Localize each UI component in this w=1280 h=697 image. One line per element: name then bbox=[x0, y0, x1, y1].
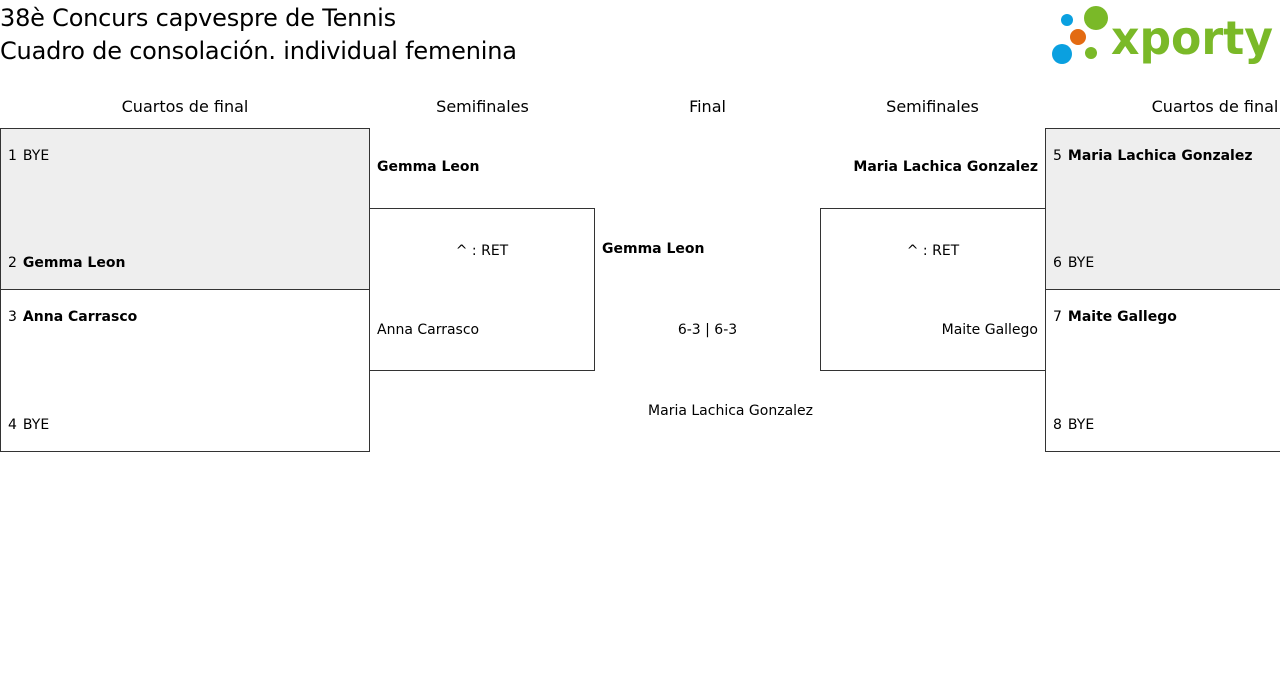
final-top-player[interactable]: Gemma Leon bbox=[602, 241, 705, 257]
seed-number: 1 bbox=[8, 148, 17, 164]
final-bottom-player[interactable]: Maria Lachica Gonzalez bbox=[648, 403, 813, 419]
right-sf-match[interactable]: ^ : RET Maite Gallego bbox=[820, 208, 1046, 371]
logo-text: xporty bbox=[1111, 11, 1273, 65]
seed-number: 3 bbox=[8, 309, 17, 325]
seed-number: 2 bbox=[8, 255, 17, 271]
logo-dot-orange bbox=[1070, 29, 1086, 45]
seed-number: 7 bbox=[1053, 309, 1062, 325]
round-header-right-qf: Cuartos de final bbox=[1151, 97, 1279, 116]
logo-dot-green-small bbox=[1085, 47, 1097, 59]
player-name[interactable]: Maite Gallego bbox=[1067, 309, 1177, 325]
left-qf-match-1[interactable]: 1 BYE 2 Gemma Leon bbox=[0, 128, 370, 290]
right-qf-match-1-bottom: 6 BYE bbox=[1053, 253, 1094, 273]
round-header-final: Final bbox=[689, 97, 726, 116]
xporty-logo[interactable]: xporty bbox=[1050, 2, 1276, 68]
right-qf-match-2-bottom: 8 BYE bbox=[1053, 415, 1094, 435]
final-score: 6-3 | 6-3 bbox=[677, 322, 738, 338]
seed-number: 8 bbox=[1053, 417, 1062, 433]
round-header-left-sf: Semifinales bbox=[436, 97, 529, 116]
left-sf-match[interactable]: ^ : RET Anna Carrasco bbox=[369, 208, 595, 371]
left-qf-match-2[interactable]: 3 Anna Carrasco 4 BYE bbox=[0, 289, 370, 452]
logo-dot-blue-small bbox=[1061, 14, 1073, 26]
tournament-title: 38è Concurs capvespre de Tennis bbox=[0, 4, 396, 32]
page-title: 38è Concurs capvespre de Tennis Cuadro d… bbox=[0, 2, 517, 68]
player-name: BYE bbox=[1067, 417, 1095, 433]
right-sf-score: ^ : RET bbox=[906, 243, 960, 259]
right-qf-match-2-top: 7 Maite Gallego bbox=[1053, 307, 1177, 327]
right-sf-top-player[interactable]: Maria Lachica Gonzalez bbox=[853, 159, 1038, 175]
left-qf-match-1-bottom: 2 Gemma Leon bbox=[8, 253, 125, 273]
left-sf-score: ^ : RET bbox=[455, 243, 509, 259]
round-header-right-sf: Semifinales bbox=[886, 97, 979, 116]
seed-number: 4 bbox=[8, 417, 17, 433]
round-header-left-qf: Cuartos de final bbox=[121, 97, 249, 116]
seed-number: 6 bbox=[1053, 255, 1062, 271]
left-sf-top-player[interactable]: Gemma Leon bbox=[377, 159, 480, 175]
logo-dot-green-large bbox=[1084, 6, 1108, 30]
right-qf-match-2[interactable]: 7 Maite Gallego 8 BYE bbox=[1045, 289, 1280, 452]
left-qf-match-2-top: 3 Anna Carrasco bbox=[8, 307, 137, 327]
right-sf-bottom-player[interactable]: Maite Gallego bbox=[941, 322, 1038, 338]
player-name[interactable]: Gemma Leon bbox=[22, 255, 126, 271]
player-name: BYE bbox=[22, 148, 50, 164]
player-name[interactable]: Anna Carrasco bbox=[22, 309, 138, 325]
left-qf-match-1-top: 1 BYE bbox=[8, 146, 49, 166]
left-sf-bottom-player[interactable]: Anna Carrasco bbox=[377, 322, 480, 338]
draw-title: Cuadro de consolación. individual femeni… bbox=[0, 37, 517, 65]
player-name: BYE bbox=[22, 417, 50, 433]
right-qf-match-1[interactable]: 5 Maria Lachica Gonzalez 6 BYE bbox=[1045, 128, 1280, 290]
left-qf-match-2-bottom: 4 BYE bbox=[8, 415, 49, 435]
logo-dot-blue-large bbox=[1052, 44, 1072, 64]
right-qf-match-1-top: 5 Maria Lachica Gonzalez bbox=[1053, 146, 1253, 166]
player-name: BYE bbox=[1067, 255, 1095, 271]
player-name[interactable]: Maria Lachica Gonzalez bbox=[1067, 148, 1253, 164]
seed-number: 5 bbox=[1053, 148, 1062, 164]
